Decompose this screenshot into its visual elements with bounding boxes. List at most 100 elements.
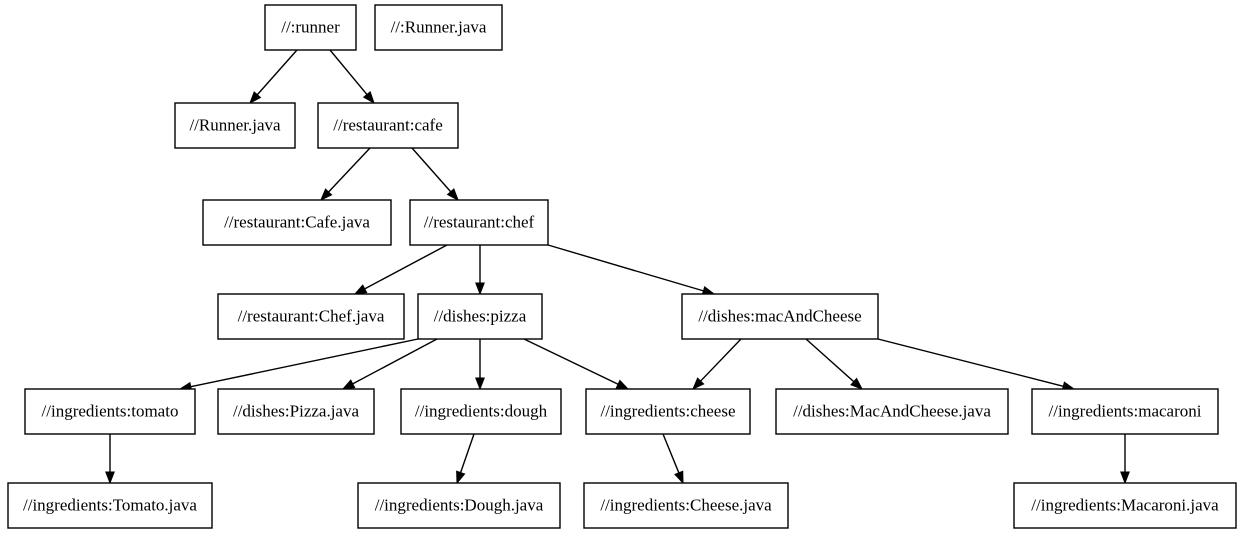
graph-node-ing_macaroni[interactable]: //ingredients:macaroni: [1031, 388, 1219, 435]
graph-edge: [805, 338, 864, 390]
edge-arrowhead-icon: [475, 282, 485, 296]
node-box[interactable]: [681, 293, 879, 340]
node-box[interactable]: [409, 199, 549, 246]
graph-nodes-layer: //:runner //:Runner.java //Runner.java //re…: [7, 4, 1237, 529]
node-label: //ingredients:Cheese.java: [600, 495, 772, 514]
graph-node-restaurant_chef[interactable]: //restaurant:chef: [409, 199, 549, 246]
graph-node-ing_tomato[interactable]: //ingredients:tomato: [24, 388, 196, 435]
graph-edge: [456, 433, 475, 485]
node-box[interactable]: [217, 293, 405, 340]
node-box[interactable]: [417, 293, 543, 340]
node-label: //Runner.java: [189, 115, 281, 134]
edge-arrowhead-icon: [850, 377, 864, 390]
graph-edge: [105, 434, 115, 485]
node-box[interactable]: [1013, 482, 1237, 529]
graph-edge: [320, 147, 371, 202]
graph-edge: [1120, 434, 1130, 485]
node-box[interactable]: [374, 4, 503, 51]
graph-edge: [523, 338, 630, 390]
graph-node-dishes_macandcheese[interactable]: //dishes:macAndCheese: [681, 293, 879, 340]
graph-node-ing_cheesejava[interactable]: //ingredients:Cheese.java: [583, 482, 789, 529]
node-box[interactable]: [583, 482, 789, 529]
graph-node-restaurant_cafejava[interactable]: //restaurant:Cafe.java: [202, 199, 392, 246]
edge-line: [547, 244, 704, 292]
edge-line: [662, 433, 680, 474]
edge-arrowhead-icon: [320, 188, 333, 202]
graph-node-restaurant_cafe[interactable]: //restaurant:cafe: [317, 102, 459, 149]
node-label: //dishes:macAndCheese: [698, 306, 861, 325]
graph-edge: [877, 338, 1076, 391]
edge-arrowhead-icon: [615, 379, 630, 390]
node-box[interactable]: [24, 388, 196, 435]
edge-line: [805, 338, 855, 383]
node-box[interactable]: [202, 199, 392, 246]
node-box[interactable]: [317, 102, 459, 149]
edge-line: [411, 147, 452, 193]
graph-edge: [475, 339, 485, 391]
graph-edge: [353, 244, 448, 295]
node-label: //:runner: [281, 17, 340, 36]
edge-arrowhead-icon: [362, 91, 375, 105]
graph-edge: [329, 49, 375, 105]
graph-node-dishes_pizza[interactable]: //dishes:pizza: [417, 293, 543, 340]
node-label: //ingredients:Macaroni.java: [1031, 495, 1219, 514]
graph-node-ing_tomatojava[interactable]: //ingredients:Tomato.java: [7, 482, 213, 529]
graph-edge: [547, 244, 716, 296]
edge-arrowhead-icon: [105, 471, 115, 485]
node-box[interactable]: [357, 482, 561, 529]
node-label: //dishes:Pizza.java: [233, 401, 360, 420]
edge-line: [877, 338, 1064, 387]
node-label: //ingredients:cheese: [600, 401, 735, 420]
graph-node-ing_cheese[interactable]: //ingredients:cheese: [585, 388, 751, 435]
edge-arrowhead-icon: [692, 377, 705, 391]
node-box[interactable]: [400, 388, 562, 435]
node-label: //ingredients:Tomato.java: [23, 495, 197, 514]
edge-arrowhead-icon: [341, 379, 356, 390]
node-box[interactable]: [1031, 388, 1219, 435]
node-label: //restaurant:Cafe.java: [224, 212, 370, 231]
graph-edge: [341, 338, 438, 390]
node-box[interactable]: [174, 102, 296, 149]
edge-arrowhead-icon: [249, 91, 262, 105]
graph-edge: [692, 338, 742, 391]
node-box[interactable]: [264, 4, 357, 51]
node-label: //ingredients:tomato: [42, 401, 179, 420]
edge-arrowhead-icon: [475, 377, 485, 391]
edge-arrowhead-icon: [446, 188, 459, 202]
edge-line: [256, 49, 298, 96]
graph-node-ing_dough[interactable]: //ingredients:dough: [400, 388, 562, 435]
node-label: //restaurant:Chef.java: [238, 306, 385, 325]
graph-node-ing_doughjava[interactable]: //ingredients:Dough.java: [357, 482, 561, 529]
node-label: //dishes:pizza: [434, 306, 527, 325]
edge-arrowhead-icon: [456, 470, 466, 485]
edge-arrowhead-icon: [674, 470, 684, 485]
graph-node-ing_macaronijava[interactable]: //ingredients:Macaroni.java: [1013, 482, 1237, 529]
node-label: //dishes:MacAndCheese.java: [793, 401, 991, 420]
node-box[interactable]: [7, 482, 213, 529]
edge-line: [700, 338, 742, 382]
edge-line: [190, 338, 419, 388]
node-label: //ingredients:macaroni: [1049, 401, 1202, 420]
graph-node-runner_java[interactable]: //Runner.java: [174, 102, 296, 149]
edge-line: [328, 147, 371, 193]
node-box[interactable]: [217, 388, 375, 435]
graph-edge: [178, 338, 419, 392]
edge-line: [459, 433, 475, 473]
node-label: //ingredients:Dough.java: [375, 495, 544, 514]
node-label: //:Runner.java: [391, 17, 487, 36]
graph-node-runner[interactable]: //:runner: [264, 4, 357, 51]
graph-edge: [662, 433, 684, 485]
edge-line: [352, 338, 438, 385]
node-box[interactable]: [585, 388, 751, 435]
node-box[interactable]: [775, 388, 1009, 435]
graph-node-restaurant_chefjava[interactable]: //restaurant:Chef.java: [217, 293, 405, 340]
graph-edge: [475, 245, 485, 296]
graph-node-dishes_macjava[interactable]: //dishes:MacAndCheese.java: [775, 388, 1009, 435]
node-label: //restaurant:chef: [424, 212, 535, 231]
graph-edge: [411, 147, 459, 202]
graph-node-dishes_pizzajava[interactable]: //dishes:Pizza.java: [217, 388, 375, 435]
edge-line: [523, 338, 619, 385]
graph-node-runner_java_root[interactable]: //:Runner.java: [374, 4, 503, 51]
